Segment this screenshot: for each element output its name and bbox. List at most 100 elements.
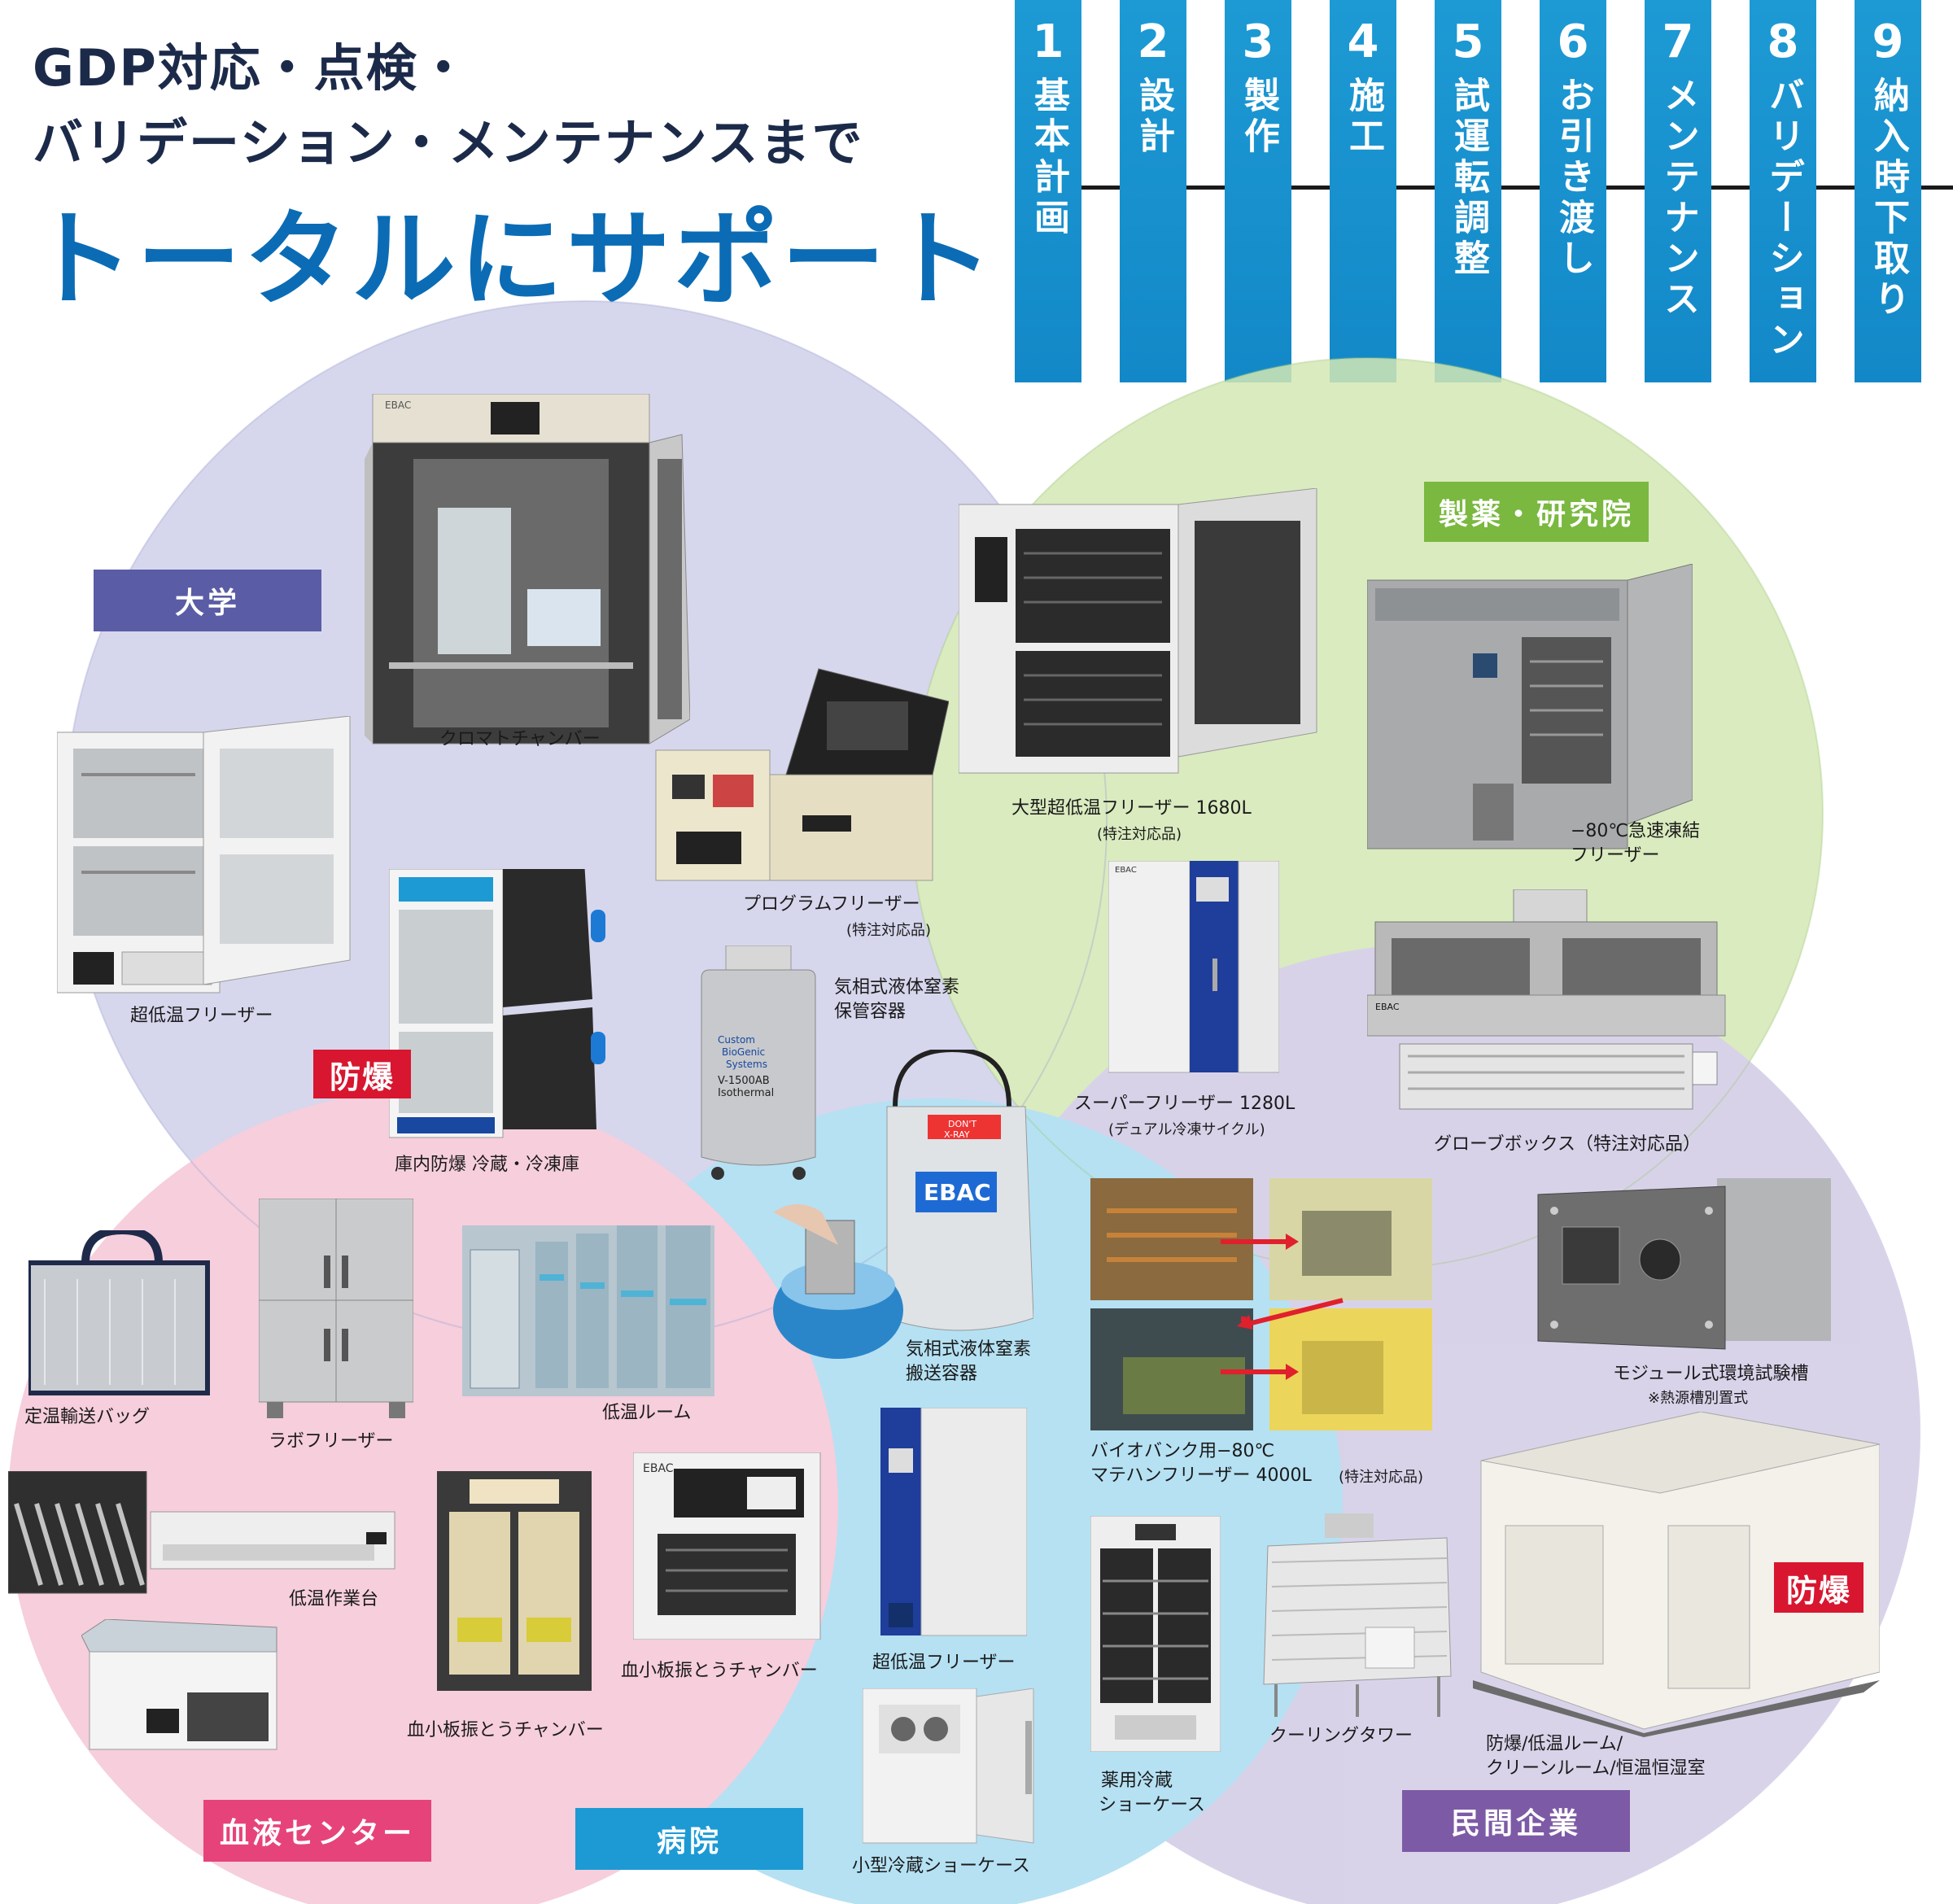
caption-low-workbench: 低温作業台 — [289, 1589, 379, 1609]
sticker-text: DON'T — [948, 1119, 976, 1129]
step-1: 1 基本計画 — [1015, 0, 1081, 382]
large-freezer-image — [959, 488, 1325, 781]
step-number: 7 — [1662, 15, 1694, 68]
low-workbench-image — [8, 1471, 399, 1601]
explosion-proof-badge: 防爆 — [313, 1050, 411, 1098]
caption-program-freezer: プログラムフリーザー — [743, 894, 920, 915]
platelet-chamber-2-image: EBAC — [633, 1452, 828, 1640]
category-blood: 血液センター — [203, 1800, 431, 1862]
logo-text: EBAC — [1115, 866, 1137, 875]
label-text: BioGenic — [722, 1046, 765, 1058]
caption-low-room: 低温ルーム — [602, 1403, 692, 1423]
quick-freezer-image — [1367, 564, 1693, 857]
caption-module-chamber-note: ※熱源槽別置式 — [1648, 1390, 1749, 1407]
step-label: 基本計画 — [1028, 76, 1069, 239]
caption-med-showcase-1: 薬用冷蔵 — [1101, 1771, 1173, 1791]
ln2-storage-image: Custom BioGenic Systems V-1500AB Isother… — [693, 945, 824, 1181]
step-number: 5 — [1452, 15, 1484, 68]
caption-biobank-note: (特注対応品) — [1339, 1469, 1424, 1486]
ex-fridge-image — [389, 869, 609, 1146]
step-number: 4 — [1347, 15, 1379, 68]
caption-super-freezer-note: (デュアル冷凍サイクル) — [1108, 1121, 1265, 1138]
label-text: V-1500AB — [718, 1075, 770, 1087]
step-number: 8 — [1767, 15, 1799, 68]
step-label: バリデーション — [1763, 76, 1804, 361]
page-title: トータルにサポート — [29, 199, 997, 321]
step-2: 2 設計 — [1120, 0, 1186, 382]
biobank-image — [1090, 1178, 1432, 1430]
cooling-tower-image — [1260, 1513, 1455, 1717]
step-label: 施工 — [1343, 76, 1384, 158]
logo-text: EBAC — [385, 400, 411, 411]
module-chamber-image — [1522, 1178, 1831, 1357]
caption-rooms-2: クリーンルーム/恒温恒湿室 — [1486, 1758, 1706, 1779]
category-university: 大学 — [94, 570, 321, 631]
caption-rooms-1: 防爆/低温ルーム/ — [1486, 1734, 1623, 1754]
caption-small-showcase: 小型冷蔵ショーケース — [852, 1856, 1030, 1876]
caption-lab-freezer: ラボフリーザー — [269, 1431, 394, 1452]
step-9: 9 納入時下取り — [1855, 0, 1921, 382]
step-5: 5 試運転調整 — [1435, 0, 1501, 382]
caption-program-freezer-note: (特注対応品) — [846, 922, 932, 939]
chroma-chamber-image: EBAC — [365, 394, 690, 760]
caption-ln2-transport-1: 気相式液体窒素 — [906, 1339, 1032, 1360]
step-4: 4 施工 — [1330, 0, 1396, 382]
caption-quick-freezer-1: −80℃急速凍結 — [1571, 821, 1701, 841]
step-number: 2 — [1137, 15, 1169, 68]
ult-freezer-uni-image — [57, 716, 358, 1001]
step-label: お引き渡し — [1553, 76, 1594, 280]
step-8: 8 バリデーション — [1750, 0, 1816, 382]
step-label: 設計 — [1133, 76, 1174, 158]
label-text: Isothermal — [718, 1087, 774, 1099]
ult-freezer-hosp-image — [880, 1408, 1027, 1644]
platelet-chamber-1-image — [437, 1471, 592, 1699]
program-freezer-image — [640, 653, 949, 897]
caption-ln2-storage-2: 保管容器 — [834, 1002, 907, 1022]
caption-platelet-2: 血小板振とうチャンバー — [621, 1661, 818, 1681]
caption-quick-freezer-2: フリーザー — [1571, 845, 1660, 866]
step-label: 納入時下取り — [1868, 76, 1909, 321]
caption-super-freezer: スーパーフリーザー 1280L — [1074, 1094, 1295, 1114]
logo-text: EBAC — [924, 1179, 991, 1206]
caption-ex-fridge: 庫内防爆 冷蔵・冷凍庫 — [395, 1155, 579, 1175]
step-number: 6 — [1557, 15, 1589, 68]
step-6: 6 お引き渡し — [1540, 0, 1606, 382]
caption-cooling-tower: クーリングタワー — [1269, 1726, 1413, 1746]
step-7: 7 メンテナンス — [1645, 0, 1711, 382]
caption-chroma: クロマトチャンバー — [439, 729, 601, 749]
caption-ln2-storage-1: 気相式液体窒素 — [834, 977, 960, 998]
open-showcase-image — [81, 1619, 285, 1758]
step-number: 9 — [1872, 15, 1904, 68]
subtitle-line-1: GDP対応・点検・ — [33, 38, 470, 98]
caption-biobank-2: マテハンフリーザー 4000L — [1090, 1465, 1312, 1486]
logo-text: EBAC — [1375, 1002, 1400, 1012]
small-showcase-image — [863, 1688, 1042, 1851]
caption-med-showcase-2: ショーケース — [1099, 1795, 1205, 1815]
sticker-text: X-RAY — [944, 1129, 970, 1140]
category-pharma: 製薬・研究院 — [1424, 482, 1649, 542]
rooms-image — [1473, 1412, 1880, 1737]
category-private: 民間企業 — [1402, 1790, 1630, 1852]
logo-text: EBAC — [643, 1462, 674, 1475]
glovebox-image: EBAC — [1367, 889, 1733, 1117]
label-text: Systems — [726, 1059, 767, 1070]
step-label: 試運転調整 — [1448, 76, 1489, 280]
step-label: 製作 — [1238, 76, 1279, 158]
subtitle-line-2: バリデーション・メンテナンスまで — [33, 113, 864, 172]
step-number: 1 — [1032, 15, 1064, 68]
caption-module-chamber: モジュール式環境試験槽 — [1613, 1364, 1809, 1384]
header-subtitle: GDP対応・点検・バリデーション・メンテナンスまで — [33, 31, 993, 181]
low-room-image — [462, 1225, 714, 1396]
lab-freezer-image — [259, 1199, 413, 1418]
step-label: メンテナンス — [1658, 76, 1699, 321]
med-showcase-image — [1090, 1516, 1221, 1752]
explosion-proof-badge-2: 防爆 — [1774, 1562, 1863, 1613]
gdp-bag-image — [28, 1230, 216, 1401]
caption-ult-freezer-hosp: 超低温フリーザー — [872, 1653, 1016, 1673]
caption-glovebox: グローブボックス（特注対応品） — [1434, 1134, 1702, 1155]
label-text: Custom — [718, 1034, 755, 1046]
caption-biobank-1: バイオバンク用−80℃ — [1090, 1441, 1275, 1461]
super-freezer-image: EBAC — [1108, 861, 1279, 1081]
